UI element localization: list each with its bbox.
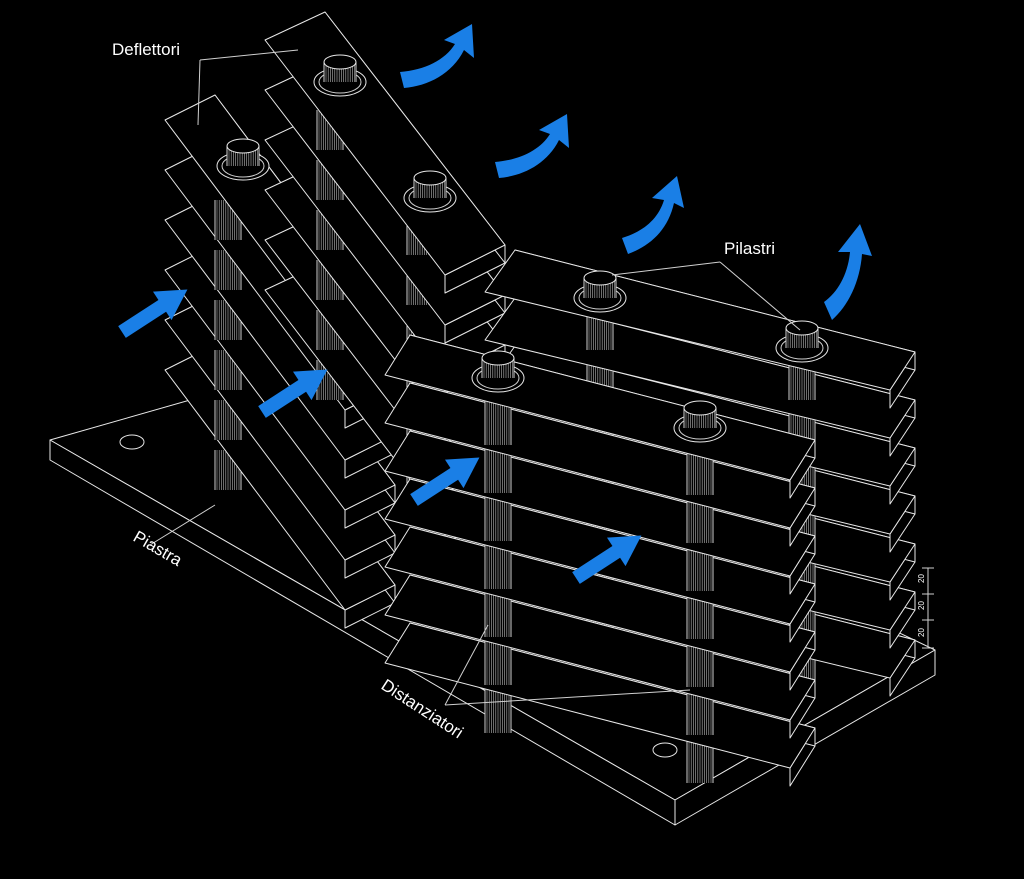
label-pilastri: Pilastri [724, 239, 775, 258]
plate-hole [652, 742, 678, 758]
label-deflettori: Deflettori [112, 40, 180, 59]
inflow-arrows [118, 289, 642, 584]
curved-up-arrow-icon [824, 224, 872, 320]
spacer [214, 250, 242, 290]
spacer [214, 450, 242, 490]
dimension-20-middle: 20 [917, 601, 926, 610]
leader-lines [149, 49, 801, 706]
curved-up-arrow-icon [400, 24, 474, 88]
pillar-head [313, 54, 367, 97]
pillar-head [403, 170, 457, 213]
blue-flow-arrow-icon [118, 289, 188, 338]
blue-flow-arrow-icon [572, 535, 642, 584]
dimension-20-bottom: 20 [917, 628, 926, 637]
curved-up-arrow-icon [495, 114, 569, 178]
pillar-head [573, 270, 627, 313]
exhaust-arrows [400, 24, 872, 320]
pillar-head [216, 138, 270, 181]
dimension-20-top: 20 [917, 574, 926, 583]
plate-hole [119, 434, 145, 450]
blue-flow-arrow-icon [410, 457, 480, 506]
front-deflector-stack [384, 334, 816, 787]
dimension-marks: 20 20 20 [917, 567, 934, 649]
pillar-head [673, 400, 727, 443]
blue-flow-arrow-icon [258, 369, 328, 418]
curved-up-arrow-icon [622, 176, 684, 254]
pillar-head [471, 350, 525, 393]
